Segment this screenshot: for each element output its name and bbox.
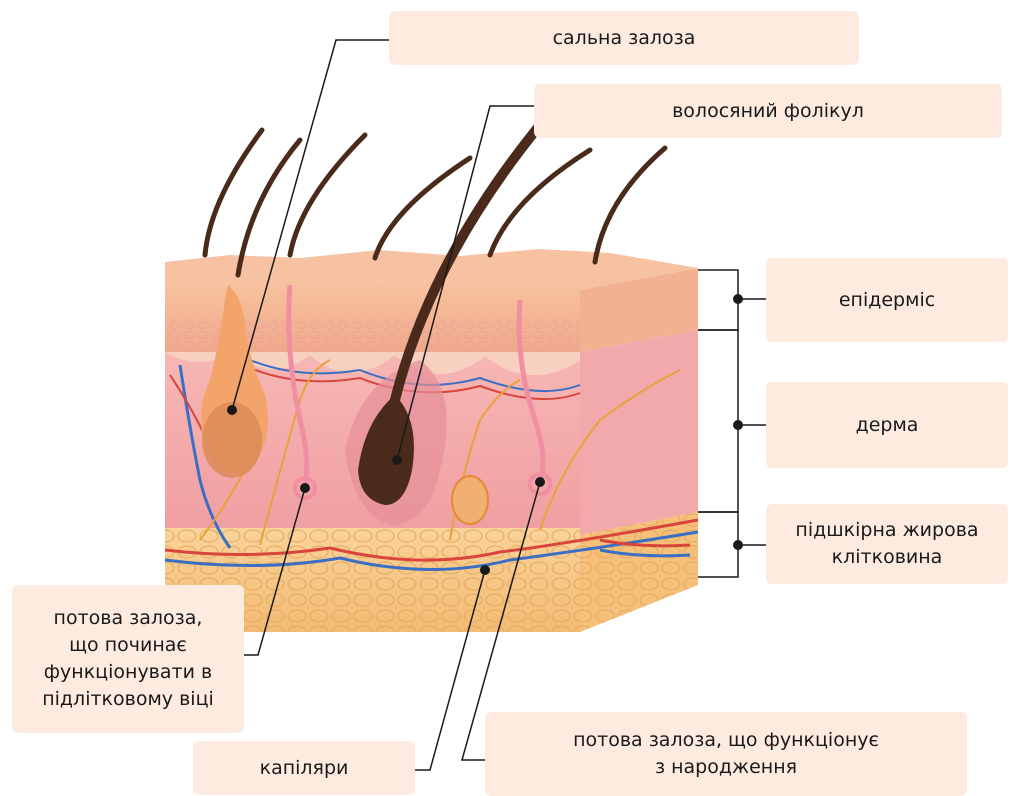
label-sweat-gland-teen: потова залоза, що починає функціонувати … <box>12 585 244 733</box>
label-hypodermis: підшкірна жирова клітковина <box>766 504 1008 584</box>
label-dermis: дерма <box>766 382 1008 468</box>
hair-shafts <box>205 130 665 275</box>
label-hair-follicle: волосяний фолікул <box>534 84 1002 138</box>
label-sebaceous-gland: сальна залоза <box>389 11 859 65</box>
label-epidermis: епідерміс <box>766 258 1008 342</box>
label-capillaries: капіляри <box>193 741 415 795</box>
skin-block-side <box>580 268 698 632</box>
label-sweat-gland-birth: потова залоза, що функціонує з народженн… <box>485 712 967 796</box>
